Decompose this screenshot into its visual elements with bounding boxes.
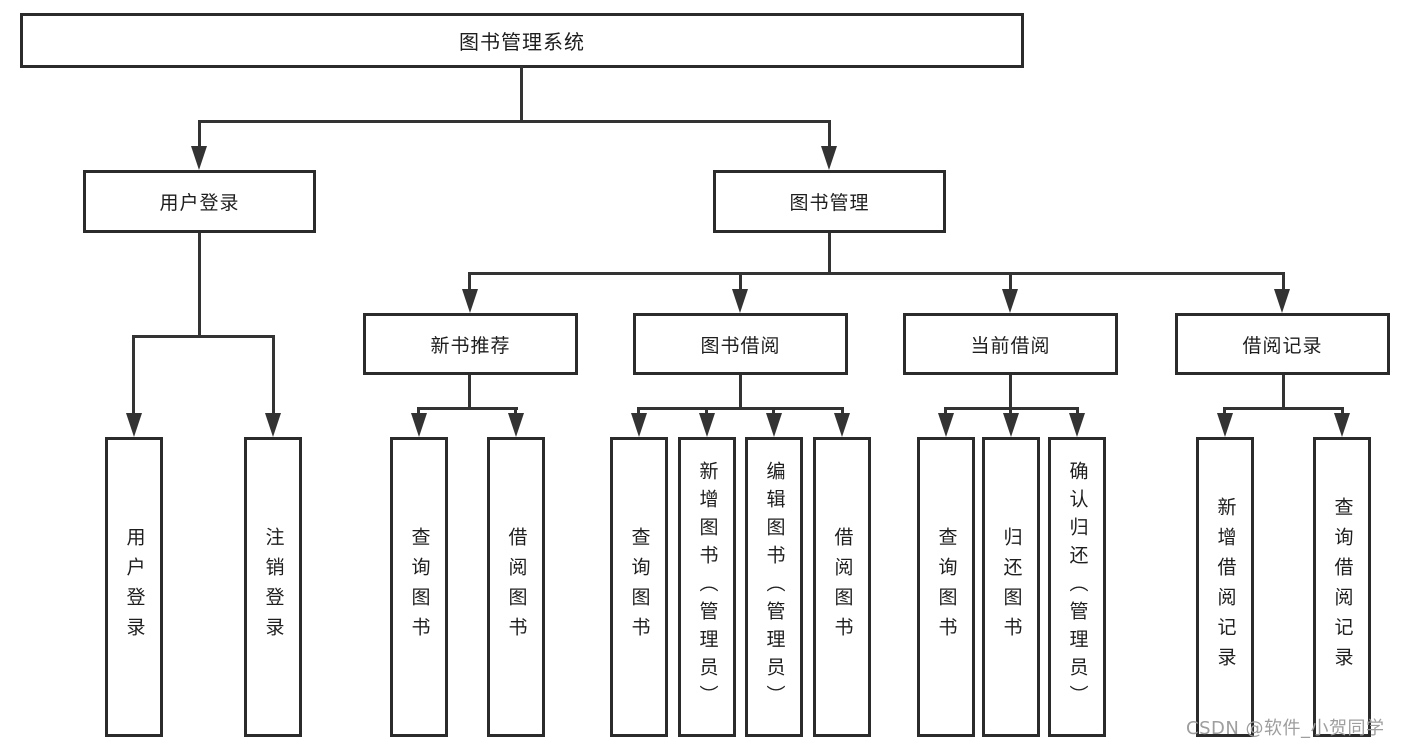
- arrow-down-icon: [1274, 289, 1290, 313]
- leaf-add-borrow-record: 新增借阅记录: [1196, 437, 1254, 737]
- connector-line: [468, 272, 1285, 275]
- connector-line: [1009, 272, 1012, 292]
- connector-line: [1223, 407, 1226, 417]
- arrow-down-icon: [265, 413, 281, 437]
- leaf-return-books: 归还图书: [982, 437, 1040, 737]
- arrow-down-icon: [766, 413, 782, 437]
- connector-line: [828, 120, 831, 150]
- node-user-login: 用户登录: [83, 170, 316, 233]
- leaf-label: 注销登录: [262, 527, 285, 647]
- arrow-down-icon: [821, 146, 837, 170]
- node-label: 新书推荐: [430, 334, 511, 357]
- connector-line: [514, 407, 517, 417]
- leaf-label: 查询图书: [628, 527, 651, 647]
- connector-line: [739, 272, 742, 292]
- leaf-label: 借阅图书: [505, 527, 528, 647]
- connector-line: [468, 375, 471, 410]
- leaf-label: 确认归还（管理员）: [1066, 461, 1089, 713]
- node-library-management-system: 图书管理系统: [20, 13, 1024, 68]
- connector-line: [1009, 375, 1012, 410]
- node-new-book-recommendation: 新书推荐: [363, 313, 578, 375]
- node-book-borrowing: 图书借阅: [633, 313, 848, 375]
- node-current-borrowing: 当前借阅: [903, 313, 1118, 375]
- node-label: 借阅记录: [1242, 334, 1323, 357]
- leaf-borrow-books-borrowing: 借阅图书: [813, 437, 871, 737]
- leaf-confirm-return-admin: 确认归还（管理员）: [1048, 437, 1106, 737]
- arrow-down-icon: [126, 413, 142, 437]
- arrow-down-icon: [508, 413, 524, 437]
- connector-line: [1009, 407, 1012, 417]
- arrow-down-icon: [1002, 289, 1018, 313]
- arrow-down-icon: [462, 289, 478, 313]
- node-label: 图书管理系统: [459, 30, 585, 54]
- arrow-down-icon: [631, 413, 647, 437]
- leaf-label: 新增图书（管理员）: [696, 461, 719, 713]
- arrow-down-icon: [834, 413, 850, 437]
- connector-line: [841, 407, 844, 417]
- connector-line: [705, 407, 708, 417]
- connector-line: [1223, 407, 1344, 410]
- connector-line: [1282, 375, 1285, 410]
- connector-line: [272, 335, 275, 417]
- connector-line: [944, 407, 947, 417]
- leaf-label: 借阅图书: [831, 527, 854, 647]
- node-book-management: 图书管理: [713, 170, 946, 233]
- node-label: 图书借阅: [700, 334, 781, 357]
- node-label: 图书管理: [789, 192, 870, 214]
- arrow-down-icon: [411, 413, 427, 437]
- connector-line: [417, 407, 420, 417]
- leaf-label: 查询图书: [408, 527, 431, 647]
- arrow-down-icon: [699, 413, 715, 437]
- node-label: 当前借阅: [970, 334, 1051, 357]
- connector-line: [1282, 272, 1285, 292]
- connector-line: [637, 407, 844, 410]
- leaf-user-login: 用户登录: [105, 437, 163, 737]
- connector-line: [739, 375, 742, 410]
- leaf-query-books-recommend: 查询图书: [390, 437, 448, 737]
- leaf-query-borrow-record: 查询借阅记录: [1313, 437, 1371, 737]
- connector-line: [417, 407, 518, 410]
- connector-line: [1076, 407, 1079, 417]
- leaf-label: 查询借阅记录: [1331, 497, 1354, 677]
- connector-line: [198, 120, 201, 150]
- leaf-label: 编辑图书（管理员）: [763, 461, 786, 713]
- arrow-down-icon: [732, 289, 748, 313]
- leaf-label: 归还图书: [1000, 527, 1023, 647]
- connector-line: [132, 335, 275, 338]
- connector-line: [468, 272, 471, 292]
- leaf-query-books-current: 查询图书: [917, 437, 975, 737]
- arrow-down-icon: [191, 146, 207, 170]
- leaf-label: 新增借阅记录: [1214, 497, 1237, 677]
- leaf-label: 用户登录: [123, 527, 146, 647]
- arrow-down-icon: [1003, 413, 1019, 437]
- arrow-down-icon: [1334, 413, 1350, 437]
- connector-line: [198, 233, 201, 338]
- arrow-down-icon: [1217, 413, 1233, 437]
- connector-line: [828, 233, 831, 275]
- connector-line: [1341, 407, 1344, 417]
- connector-line: [637, 407, 640, 417]
- connector-line: [520, 66, 523, 123]
- connector-line: [132, 335, 135, 417]
- leaf-edit-books-admin: 编辑图书（管理员）: [745, 437, 803, 737]
- leaf-query-books-borrowing: 查询图书: [610, 437, 668, 737]
- arrow-down-icon: [938, 413, 954, 437]
- connector-line: [198, 120, 831, 123]
- leaf-label: 查询图书: [935, 527, 958, 647]
- node-label: 用户登录: [159, 192, 240, 214]
- csdn-watermark: CSDN @软件_小贺同学: [1186, 718, 1385, 739]
- leaf-add-books-admin: 新增图书（管理员）: [678, 437, 736, 737]
- node-borrow-records: 借阅记录: [1175, 313, 1390, 375]
- arrow-down-icon: [1069, 413, 1085, 437]
- leaf-borrow-books-recommend: 借阅图书: [487, 437, 545, 737]
- leaf-logout: 注销登录: [244, 437, 302, 737]
- connector-line: [772, 407, 775, 417]
